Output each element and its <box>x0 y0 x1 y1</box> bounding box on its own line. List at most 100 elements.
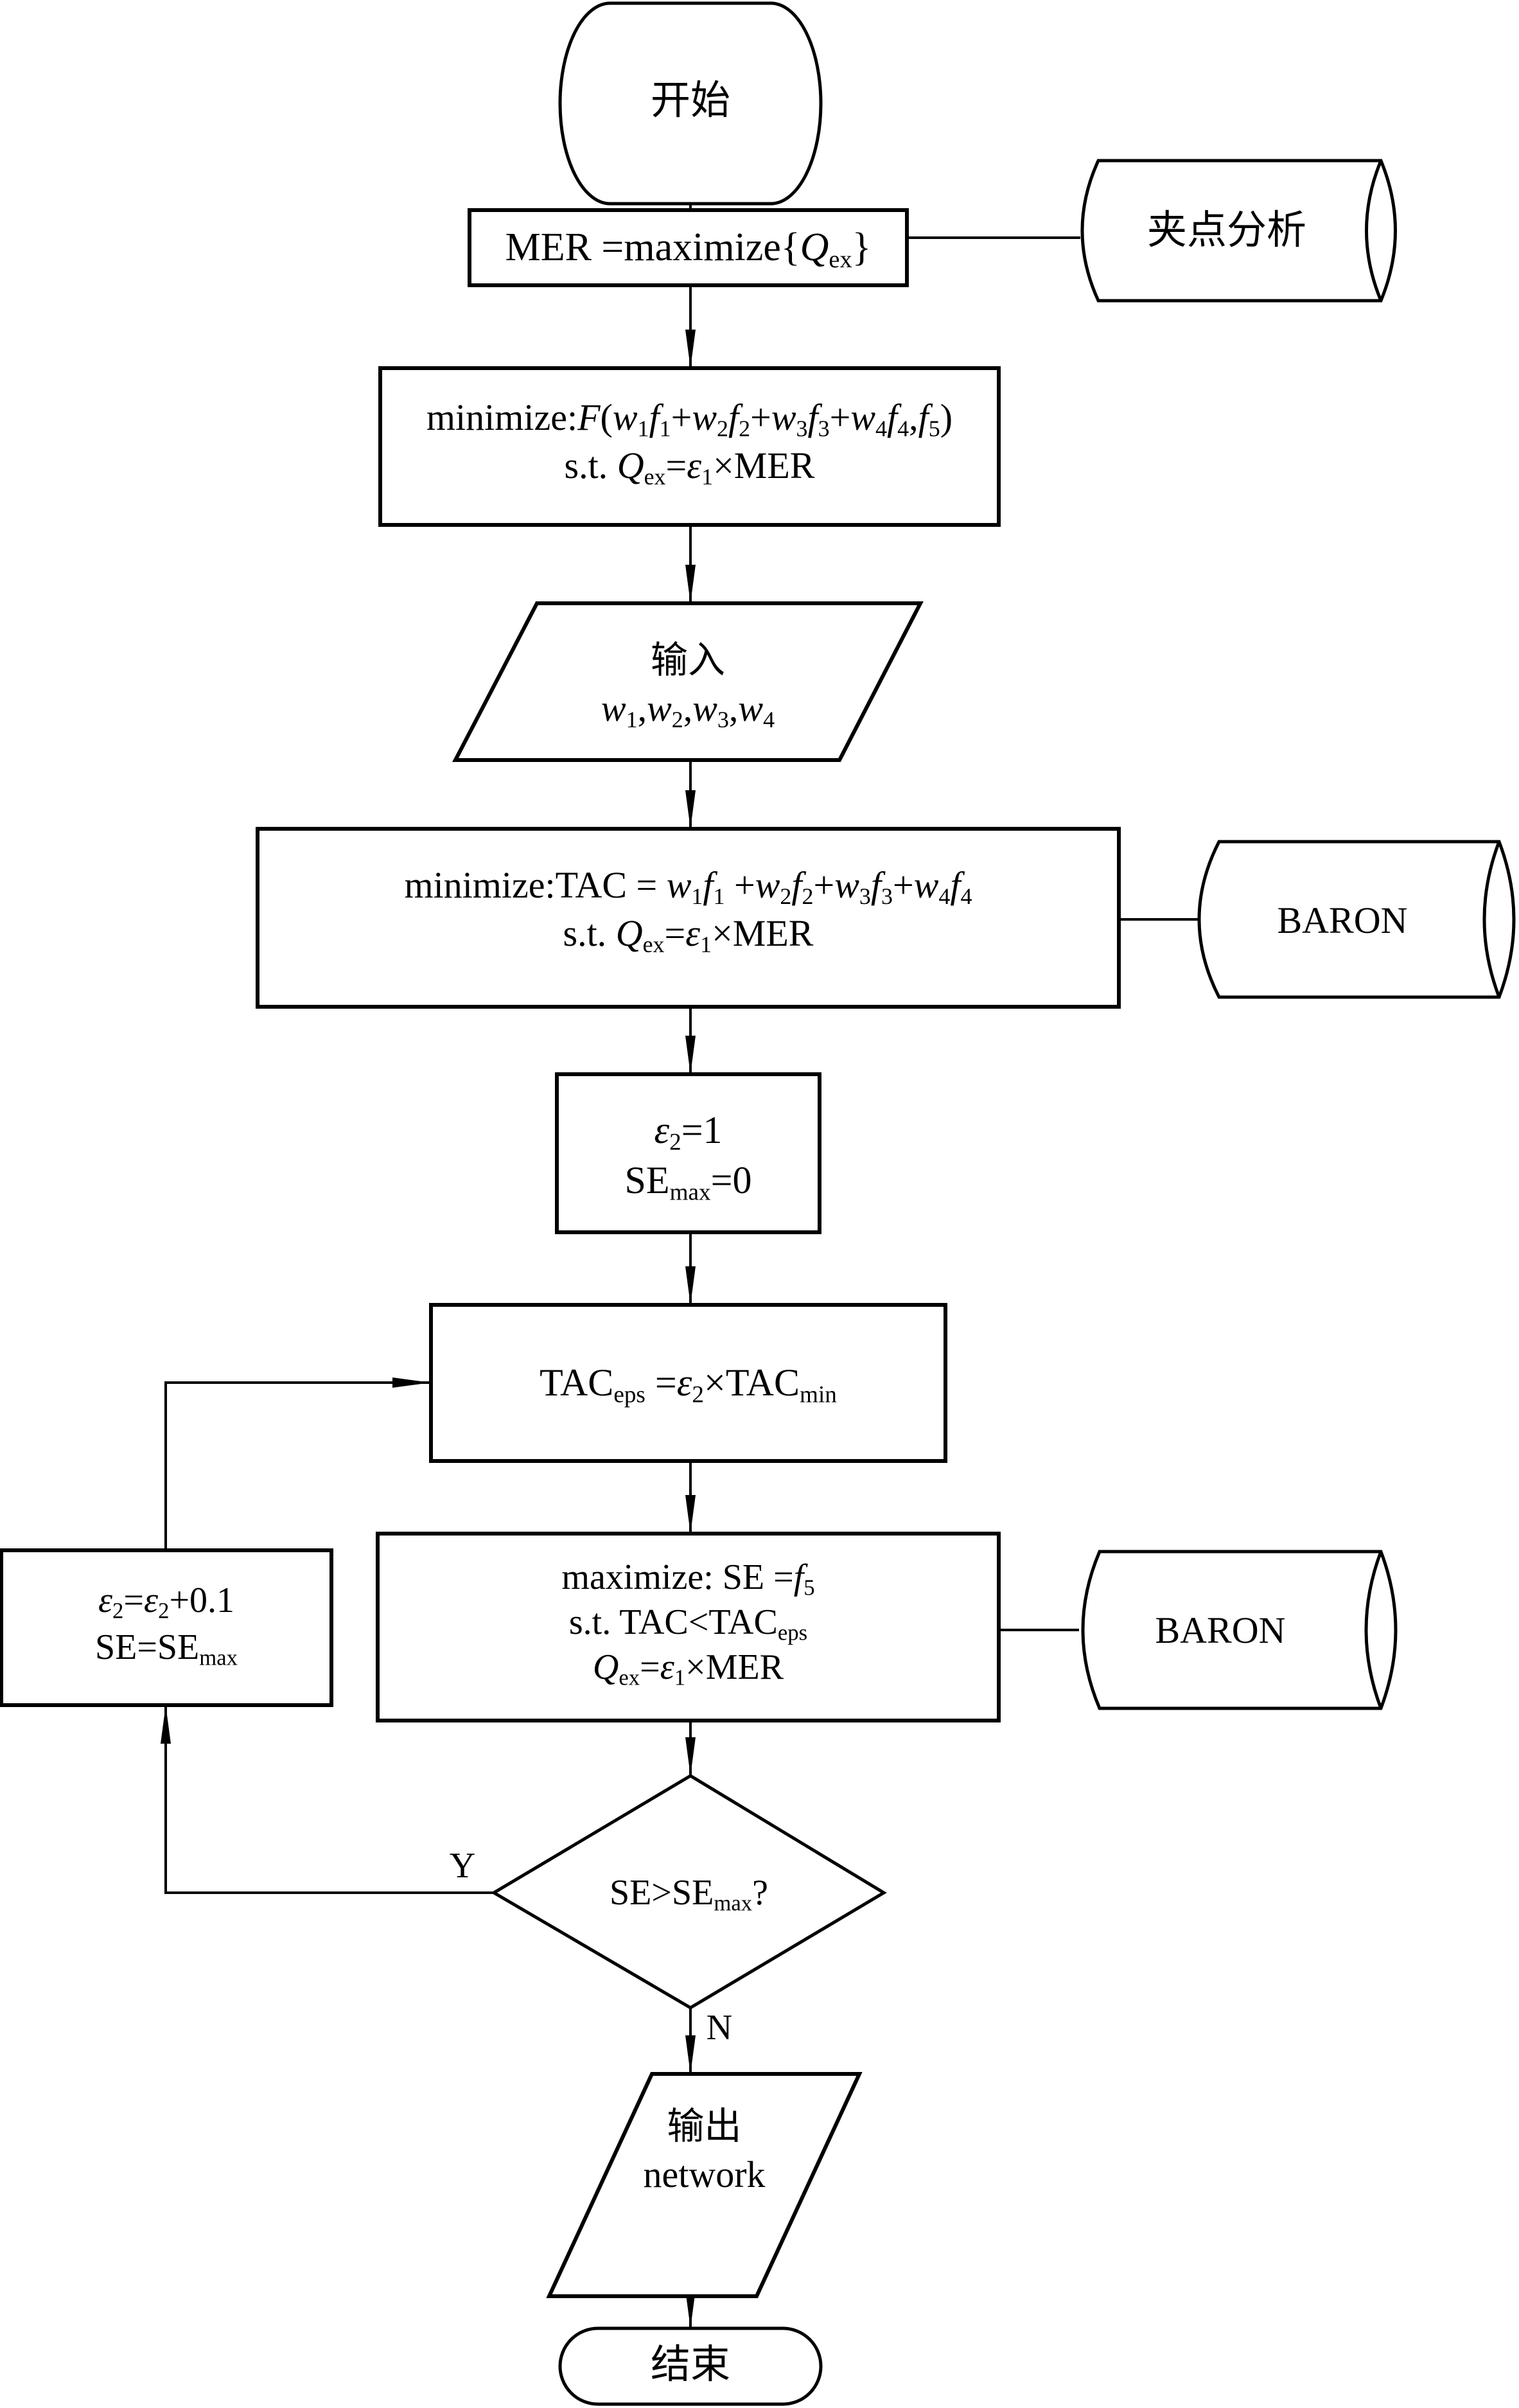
baron2-text: BARON <box>1155 1609 1286 1651</box>
plus: + <box>813 864 835 906</box>
arrowhead <box>685 790 696 829</box>
tac-eps-process-box[interactable] <box>429 1303 947 1463</box>
f-sym: f <box>649 396 660 438</box>
epsilon: ε <box>144 1580 159 1620</box>
input-io-parallelogram[interactable] <box>452 601 924 762</box>
tac-min-line2: s.t. Qex=ε1×MER <box>258 909 1119 957</box>
sub: 4 <box>897 416 909 442</box>
sub: 3 <box>881 883 893 910</box>
se-max-line2: s.t. TAC<TACeps <box>378 1600 999 1645</box>
baron1-label: BARON <box>1201 896 1484 944</box>
mer-process-box[interactable] <box>468 208 909 287</box>
objective-f-process-box[interactable] <box>378 366 1001 527</box>
baron1-stored-data[interactable] <box>1197 840 1516 999</box>
init-line2: SEmax=0 <box>557 1155 820 1205</box>
w-sym: w <box>755 864 780 906</box>
q-symbol: Q <box>592 1647 619 1687</box>
f-sym: f <box>887 396 898 438</box>
pinch-analysis-text: 夹点分析 <box>1146 206 1306 253</box>
times: × <box>713 445 734 487</box>
maximize-text: maximize: <box>561 1557 723 1597</box>
comma: , <box>909 396 918 438</box>
sub: 2 <box>112 1598 124 1624</box>
tac-min-label: minimize:TAC = w1f1 +w2f2+w3f3+w4f4 s.t.… <box>258 861 1119 958</box>
end-label: 结束 <box>560 2339 821 2391</box>
sub: 2 <box>671 707 683 733</box>
se-max-line3: Qex=ε1×MER <box>378 1645 999 1690</box>
w-sym: w <box>692 396 717 438</box>
tac-text: TAC <box>619 1602 689 1642</box>
tac-min-process-box[interactable] <box>256 827 1121 1009</box>
paren: ) <box>940 396 953 438</box>
tac-text: TAC <box>555 864 628 906</box>
edge-update-taceps <box>164 1381 431 1550</box>
st-text: s.t. <box>568 1602 620 1642</box>
q-symbol: Q <box>800 226 829 269</box>
eq: = <box>665 445 687 487</box>
sub: 2 <box>669 1129 681 1156</box>
arrowhead <box>392 1377 431 1388</box>
times: × <box>685 1647 706 1687</box>
comma: , <box>683 687 693 730</box>
arrowhead <box>685 1266 696 1305</box>
arrowhead <box>685 1495 696 1534</box>
sub: 2 <box>692 1381 704 1408</box>
end-terminator[interactable] <box>558 2326 823 2406</box>
no-text: N <box>706 2008 733 2048</box>
eq: = <box>627 864 667 906</box>
init-process-box[interactable] <box>555 1072 821 1234</box>
baron2-stored-data[interactable] <box>1081 1550 1398 1710</box>
epsilon: ε <box>660 1647 674 1687</box>
mer-label: MER =maximize{Qex} <box>470 222 907 274</box>
q-symbol: Q <box>615 912 643 955</box>
se-max-process-box[interactable] <box>376 1532 1001 1722</box>
init-line1: ε2=1 <box>557 1105 820 1155</box>
start-text: 开始 <box>650 76 730 123</box>
eq: = <box>137 1627 157 1667</box>
sub: 1 <box>659 416 671 442</box>
colon: : <box>566 396 578 438</box>
output-io-parallelogram[interactable] <box>546 2072 863 2298</box>
sub: 1 <box>701 464 714 490</box>
arrowhead <box>685 1737 696 1776</box>
sub: max <box>714 1890 753 1916</box>
eq: = <box>123 1580 144 1620</box>
sub: 4 <box>938 883 951 910</box>
input-label: 输入 w1,w2,w3,w4 <box>455 636 920 733</box>
sub: 1 <box>691 883 703 910</box>
w-sym: w <box>834 864 859 906</box>
w-sym: w <box>771 396 796 438</box>
f-sym: f <box>950 864 961 906</box>
tac-eps-label: TACeps =ε2×TACmin <box>431 1358 945 1408</box>
sub: ex <box>642 932 665 958</box>
epsilon: ε <box>685 912 701 955</box>
edge-decision-update-yes <box>164 1705 494 1894</box>
sub: 3 <box>818 416 830 442</box>
sub: min <box>800 1381 837 1408</box>
sub: eps <box>777 1620 808 1645</box>
eq: = <box>640 1647 660 1687</box>
objective-f-label: minimize:F(w1f1+w2f2+w3f3+w4f4,f5) s.t. … <box>380 393 999 490</box>
objective-f-line2: s.t. Qex=ε1×MER <box>380 441 999 490</box>
no-edge-label: N <box>700 2005 739 2051</box>
q-symbol: Q <box>617 445 644 487</box>
arrowhead <box>685 2290 696 2328</box>
decision-diamond[interactable] <box>491 1774 887 2010</box>
output-network: network <box>643 2154 766 2196</box>
plus: + <box>750 396 771 438</box>
pinch-analysis-label: 夹点分析 <box>1085 204 1368 256</box>
init-label: ε2=1 SEmax=0 <box>557 1105 820 1205</box>
sub: 4 <box>875 416 888 442</box>
sub: 1 <box>637 416 649 442</box>
update-process-box[interactable] <box>0 1548 333 1707</box>
arrowhead <box>685 2035 696 2074</box>
pinch-analysis-stored-data[interactable] <box>1080 159 1397 303</box>
plus-step: +0.1 <box>169 1580 235 1620</box>
sub: 1 <box>674 1665 686 1690</box>
eq-one: =1 <box>681 1109 723 1151</box>
mer-text: MER <box>705 1647 784 1687</box>
yes-edge-label: Y <box>443 1843 482 1890</box>
eq: = <box>664 912 686 955</box>
start-terminator[interactable] <box>558 1 823 206</box>
output-label: 输出 network <box>549 2102 859 2199</box>
